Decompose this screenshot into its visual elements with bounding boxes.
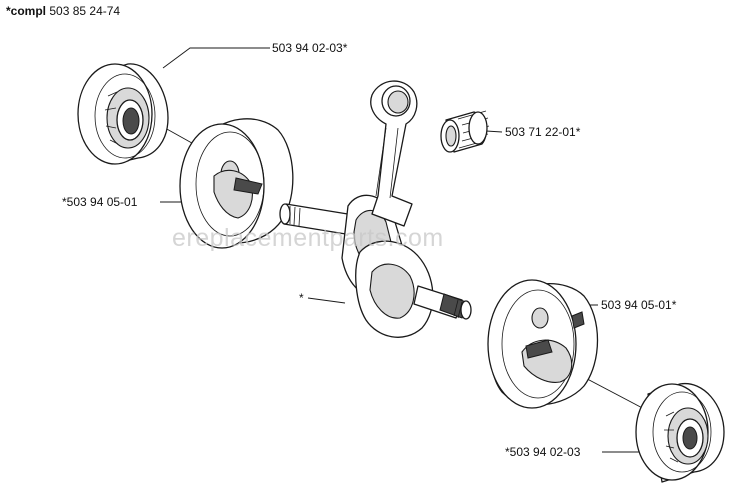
- watermark: ereplacementparts.com: [172, 224, 444, 252]
- crankshaft: [279, 80, 472, 338]
- assembly-label: *compl 503 85 24-74: [6, 4, 120, 18]
- label-crank-half-right: 503 94 05-01*: [601, 298, 677, 312]
- crank-half-right: [487, 279, 599, 409]
- ball-bearing-top: [77, 63, 169, 165]
- label-crank-half-left: *503 94 05-01: [62, 195, 138, 209]
- label-needle-bearing: 503 71 22-01*: [505, 125, 581, 139]
- label-bearing-top: 503 94 02-03*: [272, 41, 348, 55]
- crank-half-left: [179, 118, 294, 249]
- label-bearing-bottom: *503 94 02-03: [505, 445, 581, 459]
- assembly-number: 503 85 24-74: [49, 4, 121, 18]
- needle-bearing: [440, 110, 490, 153]
- assembly-prefix: *compl: [6, 4, 47, 18]
- ball-bearing-bottom: [635, 383, 725, 483]
- label-crankshaft: *: [299, 291, 304, 305]
